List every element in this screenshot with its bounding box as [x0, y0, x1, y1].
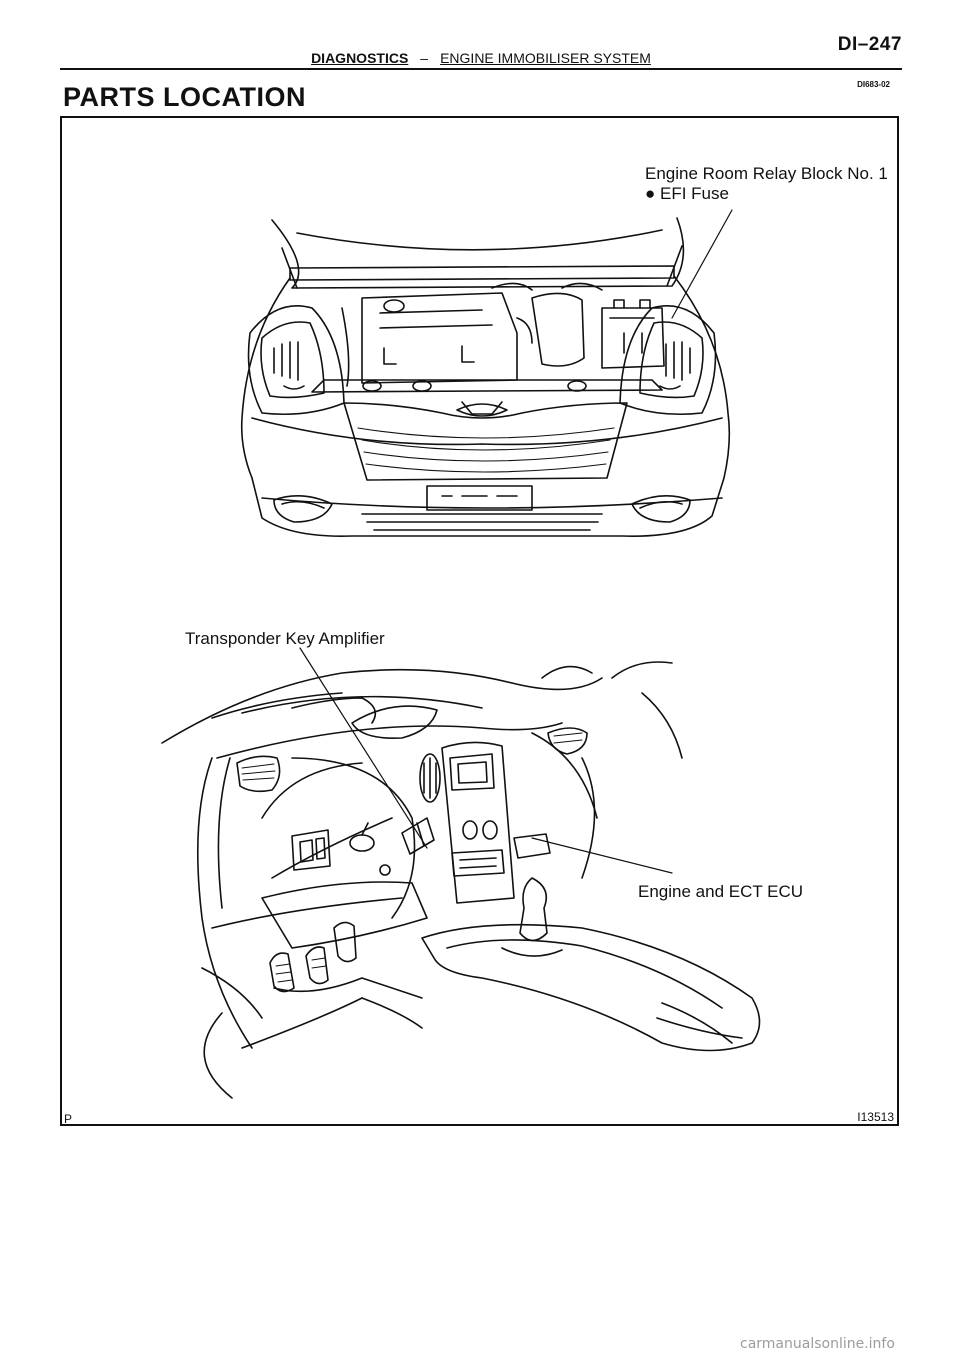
label-engine-ect-ecu: Engine and ECT ECU: [638, 882, 804, 901]
parts-illustration: [161, 209, 761, 1099]
label-relay-block: Engine Room Relay Block No. 1: [645, 164, 888, 183]
engine-bay-drawing: [240, 217, 731, 537]
figure-id: I13513: [857, 1110, 894, 1124]
page-title: PARTS LOCATION: [63, 82, 306, 112]
doc-code: DI683-02: [857, 80, 890, 89]
watermark-text: carmanualsonline.info: [740, 1336, 895, 1352]
page-number: DI–247: [837, 34, 902, 55]
label-transponder-key-amplifier: Transponder Key Amplifier: [185, 629, 385, 648]
figure-corner-mark: P: [64, 1112, 73, 1126]
leader-lines: [299, 209, 733, 874]
label-efi-fuse: ● EFI Fuse: [645, 184, 729, 203]
parts-location-figure: Engine Room Relay Block No. 1 ● EFI Fuse…: [60, 116, 899, 1126]
page-header: DIAGNOSTICS–ENGINE IMMOBILISER SYSTEM: [60, 50, 902, 70]
dashboard-drawing: [161, 661, 761, 1099]
header-dash: –: [420, 50, 429, 66]
amplifier-box: [401, 817, 435, 855]
header-subsection: ENGINE IMMOBILISER SYSTEM: [440, 50, 651, 66]
ecu-box: [513, 833, 551, 859]
header-section: DIAGNOSTICS: [311, 50, 409, 66]
